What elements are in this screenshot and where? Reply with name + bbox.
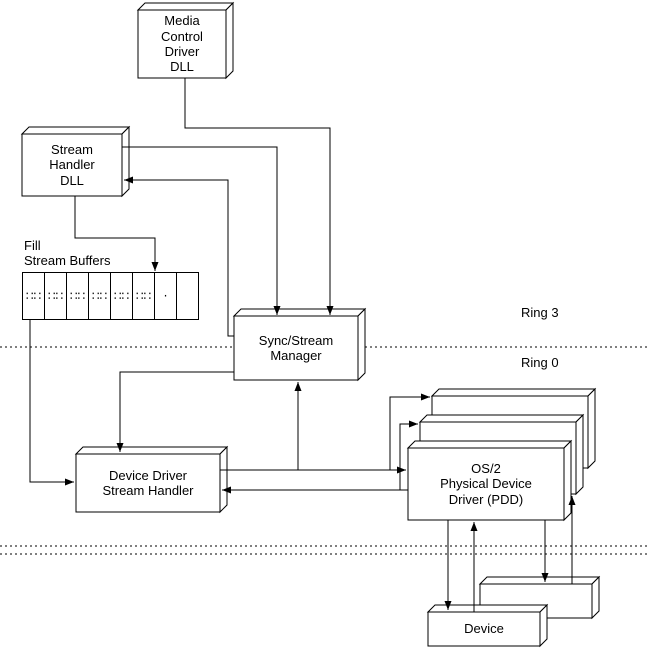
stream-buffer-cell: ·: [154, 272, 177, 320]
stream-buffer-cell: ∷∷: [110, 272, 133, 320]
ring-3-label: Ring 3: [521, 305, 559, 320]
arrow-stream-handler-to-ssm: [122, 146, 281, 315]
stream-buffer-cell: [176, 272, 199, 320]
ring-0-label: Ring 0: [521, 355, 559, 370]
arrow-ssm-to-stream-handler: [124, 176, 234, 337]
stream-buffer-cell: ∷∷: [66, 272, 89, 320]
stream-buffer-cell: ∷∷: [44, 272, 67, 320]
stream-buffer-cell: ∷∷: [132, 272, 155, 320]
fill-stream-buffers-label: Fill Stream Buffers: [24, 238, 111, 268]
sync-stream-manager-label: Sync/Stream Manager: [258, 332, 334, 363]
device-box-front: [426, 603, 549, 648]
stream-buffer-cell: ∷∷: [88, 272, 111, 320]
pdd-box-front: [406, 439, 573, 522]
os2-physical-device-driver-label: OS/2 Physical Device Driver (PDD): [440, 461, 532, 507]
arrow-media-control-to-ssm: [184, 78, 334, 315]
stream-buffer-row: ∷∷ ∷∷ ∷∷ ∷∷ ∷∷ ∷∷ ·: [22, 272, 199, 320]
arrow-stream-handler-to-buffers: [74, 196, 159, 271]
media-control-driver-dll-label: Media Control Driver DLL: [161, 13, 203, 75]
media-control-driver-dll-box: [136, 1, 235, 80]
arrow-buffers-to-dd-stream-handler: [29, 320, 74, 486]
stream-buffer-cell: ∷∷: [22, 272, 45, 320]
device-label: Device: [464, 621, 504, 637]
sync-stream-manager-box: [232, 307, 367, 382]
device-driver-stream-handler-box: [74, 445, 229, 514]
arrow-to-pdd-middle: [399, 420, 418, 490]
device-driver-stream-handler-label: Device Driver Stream Handler: [102, 467, 194, 498]
arrow-to-pdd-back: [389, 393, 430, 470]
stream-handler-dll-label: Stream Handler DLL: [49, 142, 95, 188]
arrow-ssm-to-dd-stream-handler: [116, 371, 234, 452]
